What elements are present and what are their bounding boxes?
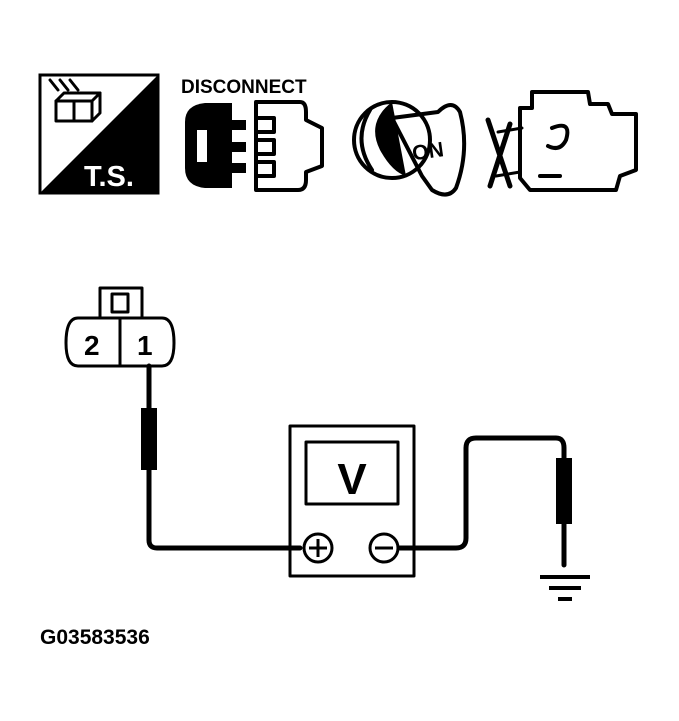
ignition-key-on-icon: ON	[352, 100, 467, 197]
negative-probe-lead	[397, 435, 572, 568]
ground-icon	[540, 575, 590, 601]
meter-display-v: V	[337, 455, 367, 504]
ts-label: T.S.	[84, 161, 134, 193]
disconnect-icon: DISCONNECT	[181, 77, 324, 192]
positive-probe-lead	[141, 363, 303, 551]
disconnect-label: DISCONNECT	[181, 77, 307, 98]
harness-box-icon	[48, 78, 102, 123]
plus-terminal-icon	[302, 532, 334, 564]
connector-pin-1: 1	[137, 330, 153, 361]
engine-off-icon	[485, 90, 638, 192]
voltmeter: V	[288, 424, 416, 578]
minus-terminal-icon	[368, 532, 400, 564]
connector-pin-2: 2	[84, 330, 100, 361]
ignition-on-label: ON	[411, 138, 445, 165]
troubleshooting-icon: T.S.	[38, 73, 160, 195]
harness-connector: 2 1	[64, 286, 176, 368]
figure-id: G03583536	[40, 626, 150, 649]
